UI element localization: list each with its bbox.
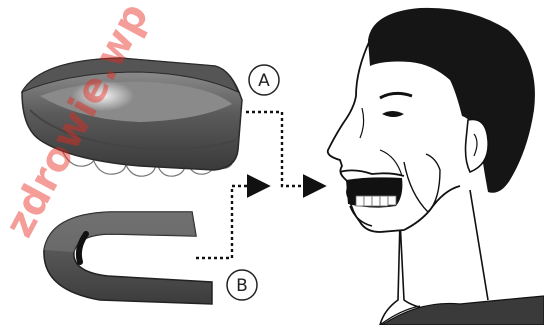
label-a-text: A xyxy=(258,71,270,91)
lower-mouthguard-illustration xyxy=(44,212,212,304)
connector-a xyxy=(246,112,322,186)
head-profile-illustration xyxy=(328,8,544,325)
mouth-teeth xyxy=(356,196,396,206)
arrow-right-icon xyxy=(196,186,266,258)
label-b-badge: B xyxy=(227,270,257,300)
arrow-right-icon xyxy=(246,112,322,186)
label-b-text: B xyxy=(236,276,248,296)
label-a-badge: A xyxy=(249,65,279,95)
connector-b xyxy=(196,186,266,258)
